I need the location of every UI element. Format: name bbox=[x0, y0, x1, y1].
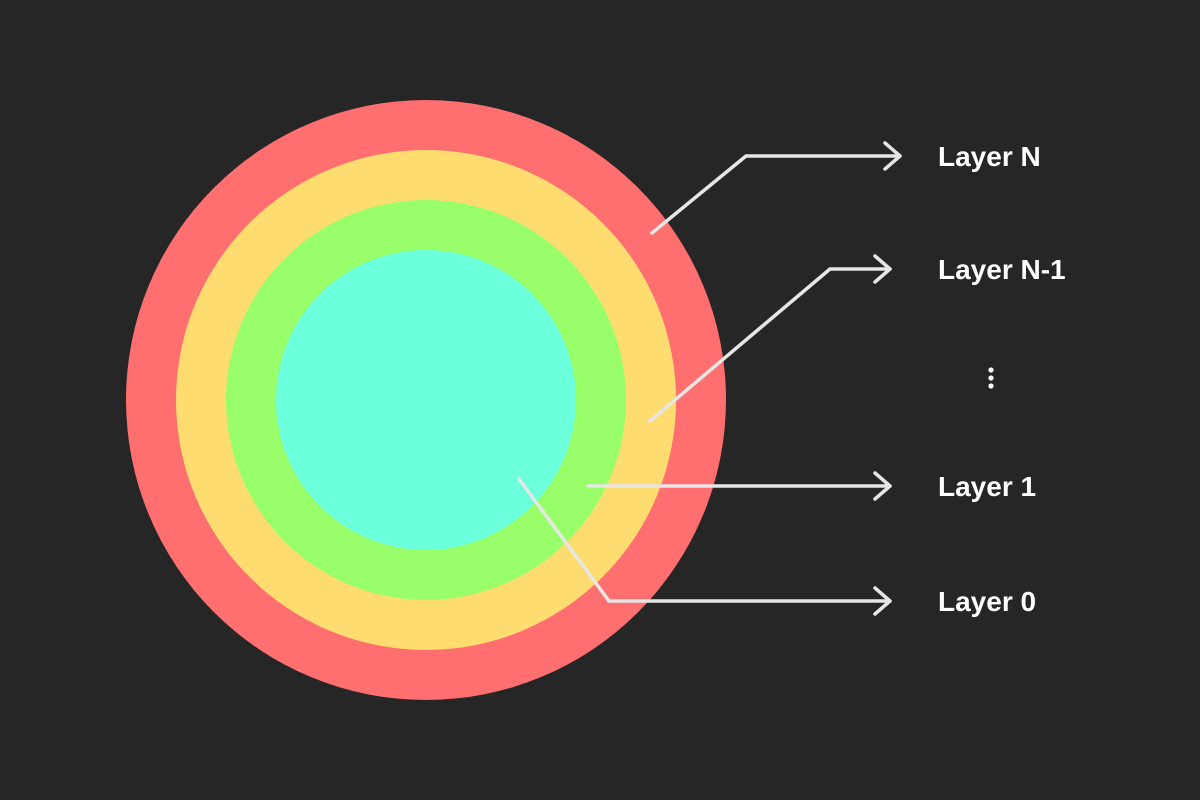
label-layer-n-1: Layer N-1 bbox=[938, 254, 1066, 285]
ellipsis-icon bbox=[988, 367, 994, 389]
arrowhead-layer-0 bbox=[873, 586, 892, 616]
label-layer-1: Layer 1 bbox=[938, 471, 1036, 502]
label-layer-n: Layer N bbox=[938, 141, 1041, 172]
label-layer-0: Layer 0 bbox=[938, 586, 1036, 617]
connector-layer-n-1 bbox=[648, 267, 892, 423]
connector-layer-n bbox=[650, 154, 902, 235]
arrowhead-layer-n-1 bbox=[873, 254, 892, 284]
connector-layer-0 bbox=[517, 477, 892, 603]
arrowhead-layer-1 bbox=[873, 471, 892, 501]
arrowhead-layer-n bbox=[883, 141, 902, 171]
ring-layer-0 bbox=[276, 250, 576, 550]
